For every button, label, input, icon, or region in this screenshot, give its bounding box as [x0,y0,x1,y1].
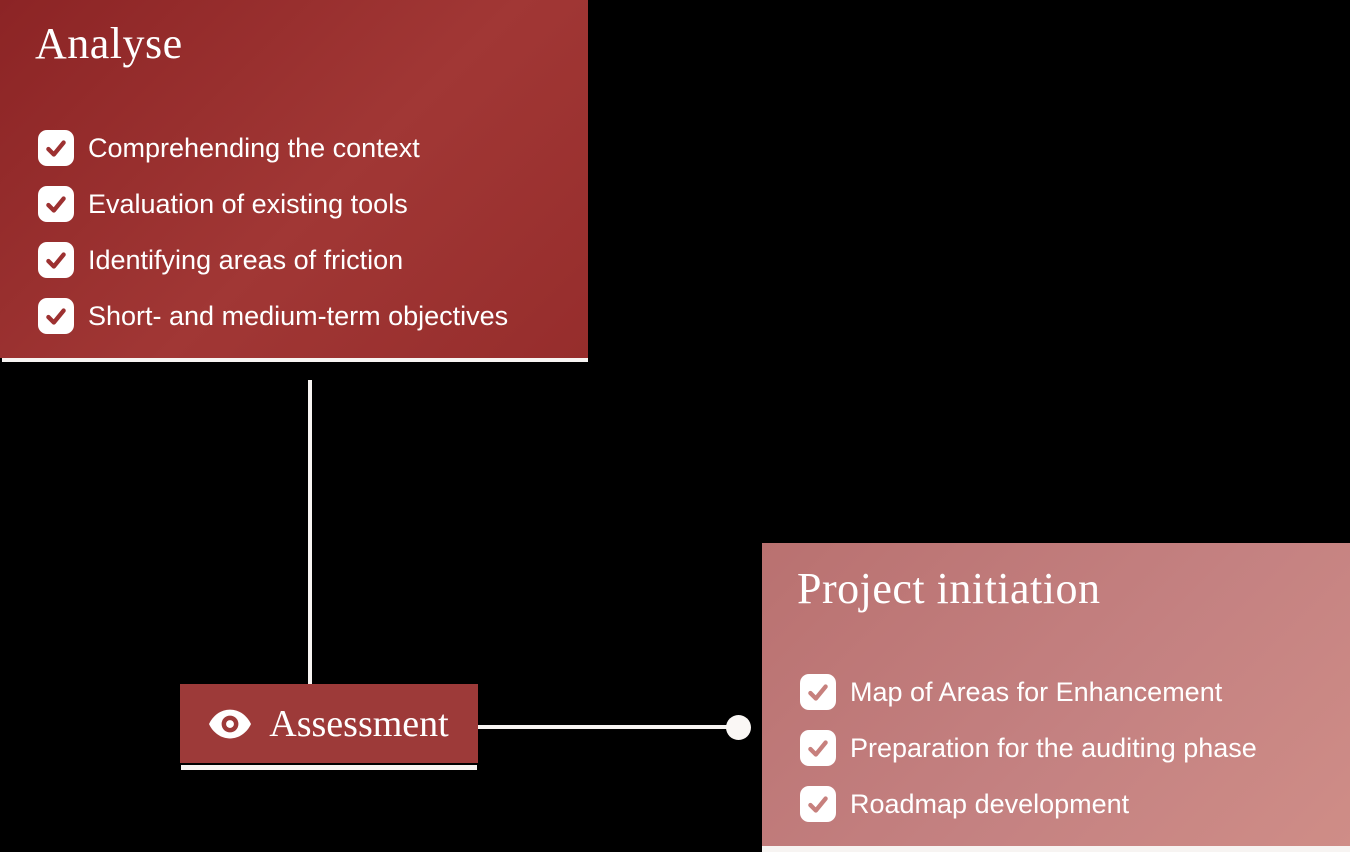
project-check-list: Map of Areas for Enhancement Preparation… [800,674,1257,822]
check-item-label: Short- and medium-term objectives [88,301,509,331]
assessment-node[interactable]: Assessment [180,684,478,763]
analyse-panel-shadow-line [2,358,588,362]
project-initiation-panel: Project initiation Map of Areas for Enha… [762,543,1350,846]
eye-icon [209,709,252,738]
connector-endpoint-dot [726,715,751,740]
analyse-panel: Analyse Comprehending the context Evalua… [0,0,588,358]
list-item: Roadmap development [800,786,1257,822]
list-item: Comprehending the context [38,130,508,166]
list-item: Identifying areas of friction [38,242,508,278]
list-item: Preparation for the auditing phase [800,730,1257,766]
check-item-label: Roadmap development [850,789,1130,819]
assessment-node-label: Assessment [269,702,449,745]
project-panel-shadow-line [762,846,1350,852]
analyse-panel-title: Analyse [35,19,183,68]
list-item: Evaluation of existing tools [38,186,508,222]
checkbox-checked-icon[interactable] [800,786,836,822]
assessment-node-shadow-line [181,765,477,770]
check-item-label: Preparation for the auditing phase [850,733,1257,763]
project-initiation-title: Project initiation [797,564,1101,613]
checkbox-checked-icon[interactable] [38,298,74,334]
checkbox-checked-icon[interactable] [38,186,74,222]
connector-horizontal [478,725,738,729]
check-item-label: Comprehending the context [88,133,420,163]
checkbox-checked-icon[interactable] [38,130,74,166]
check-item-label: Evaluation of existing tools [88,189,408,219]
check-item-label: Identifying areas of friction [88,245,404,275]
list-item: Map of Areas for Enhancement [800,674,1257,710]
analyse-check-list: Comprehending the context Evaluation of … [38,130,508,334]
checkbox-checked-icon[interactable] [38,242,74,278]
checkbox-checked-icon[interactable] [800,674,836,710]
check-item-label: Map of Areas for Enhancement [850,677,1223,707]
checkbox-checked-icon[interactable] [800,730,836,766]
list-item: Short- and medium-term objectives [38,298,508,334]
connector-vertical [308,380,312,684]
